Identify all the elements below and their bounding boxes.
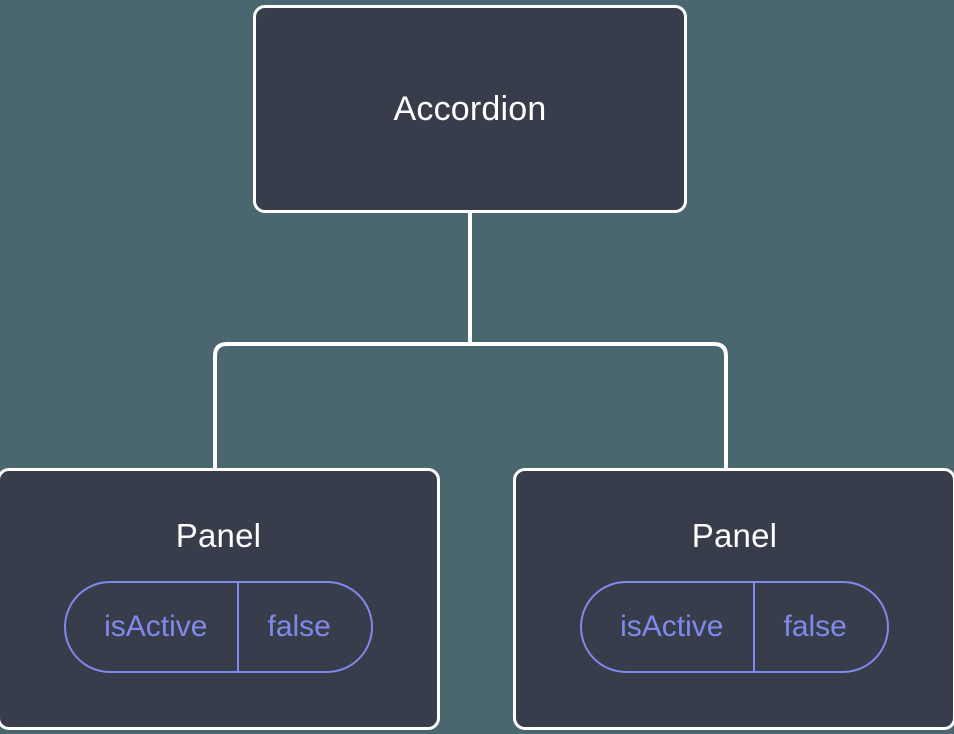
node-panel-1-label: Panel [175, 517, 262, 554]
node-panel-2[interactable]: Panel isActive false [513, 468, 954, 730]
node-panel-1-prop-key: isActive [66, 583, 240, 671]
node-panel-1-prop-value: false [267, 610, 331, 643]
node-panel-2-prop-value: false [783, 610, 847, 643]
node-panel-2-prop-badge[interactable]: isActive false [580, 581, 889, 673]
edge-bus-to-panel-right [470, 342, 728, 470]
node-accordion-label: Accordion [393, 89, 547, 128]
edge-bus-to-panel-left [213, 342, 470, 470]
node-accordion[interactable]: Accordion [253, 5, 687, 213]
node-panel-2-prop-key: isActive [582, 583, 756, 671]
node-panel-1[interactable]: Panel isActive false [0, 468, 440, 730]
node-panel-1-prop-badge[interactable]: isActive false [64, 581, 373, 673]
node-panel-2-label: Panel [691, 517, 778, 554]
